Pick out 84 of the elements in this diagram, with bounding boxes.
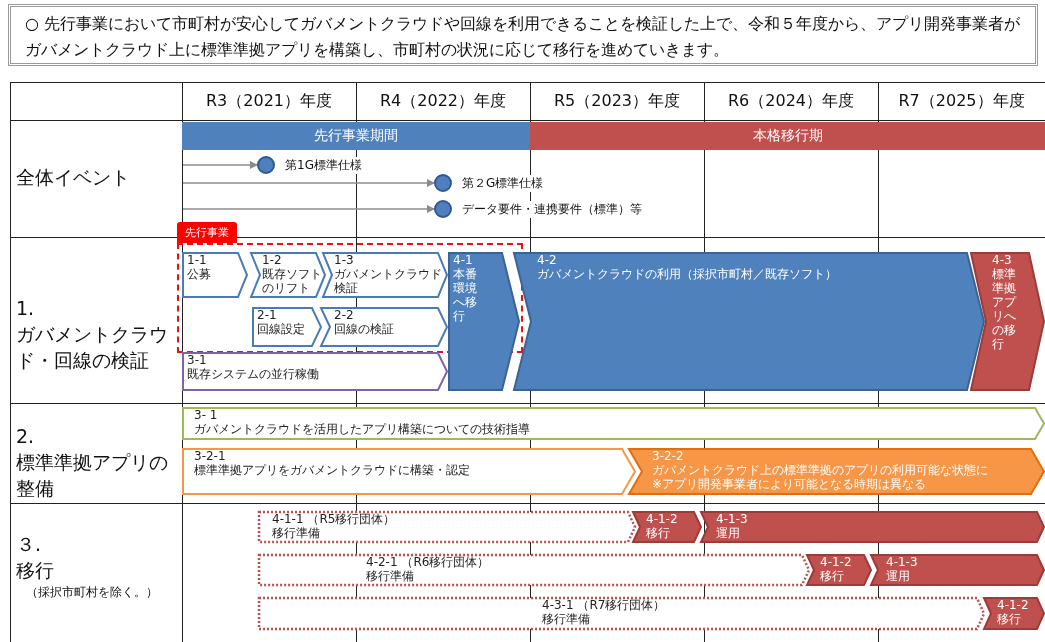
phase-bar <box>258 554 810 586</box>
step-label: 運用 <box>886 569 911 583</box>
step-label: ガバメントクラウドの利用（採択市町村／既存ソフト） <box>537 267 838 281</box>
step-label: ガバメントクラウド上の標準準拠のアプリの利用可能な状態に <box>652 463 989 477</box>
column-header: R3（2021）年度 <box>206 90 332 112</box>
phase-bar <box>806 554 872 586</box>
phase-bar <box>448 252 520 391</box>
row-label: 移行 <box>16 558 55 583</box>
step-label: ※アプリ開発事業者により可能となる時期は異なる <box>652 477 928 491</box>
step-label: 移行準備 <box>366 569 415 583</box>
phase-bar <box>983 597 1045 630</box>
step-label: 移行 <box>646 526 671 540</box>
step-label: 移行準備 <box>542 612 591 626</box>
step-label: 移行 <box>997 612 1022 626</box>
phase-bar <box>252 307 322 347</box>
column-header: R7（2025）年度 <box>898 90 1025 112</box>
step-label: 標準準拠アプリへの移行 <box>992 267 1018 351</box>
step-number: 4-1-3 <box>886 555 919 569</box>
period-bar: 本格移行期 <box>530 122 1045 150</box>
step-label: 回線設定 <box>257 322 306 336</box>
step-number: 3-1 <box>187 353 208 367</box>
phase-bar <box>970 252 1045 391</box>
step-number: 4-3 <box>992 253 1013 267</box>
pilot-tag: 先行事業 <box>177 222 237 243</box>
phase-bar <box>320 307 448 347</box>
phase-bar <box>258 511 636 543</box>
phase-bar <box>182 407 1045 440</box>
step-number: 4-1-1 （R5移行団体） <box>272 512 397 526</box>
step-number: 3-2-2 <box>652 449 685 463</box>
step-number: 3- 1 <box>194 408 219 422</box>
step-label: 運用 <box>716 526 741 540</box>
event-label: 第２G標準仕様 <box>460 175 546 192</box>
phase-bar <box>182 448 636 495</box>
summary-text: ○ 先行事業において市町村が安心してガバメントクラウドや回線を利用できることを検証した上で、令和５年度から、アプリ開発事業者がガバメントクラウド上に標準準拠アプリを構築し、市町村の状況に応じて移行を進めていきます。 <box>25 13 1022 61</box>
step-label: 既存ソフトのリフト <box>262 267 323 295</box>
milestone-dot <box>257 156 275 174</box>
step-number: 4-1-3 <box>716 512 749 526</box>
phase-bar <box>182 252 248 298</box>
step-label: 標準準拠アプリをガバメントクラウドに構築・認定 <box>194 463 471 477</box>
phase-bar <box>628 448 1045 495</box>
column-header: R6（2024）年度 <box>728 90 854 112</box>
row-label: 標準準拠アプリの整備 <box>16 450 169 501</box>
step-number: 4-1-2 <box>646 512 679 526</box>
phase-bar <box>182 352 448 391</box>
timeline-arrow <box>182 205 435 213</box>
column-header: R4（2022）年度 <box>380 90 506 112</box>
step-number: 4-2 <box>537 253 558 267</box>
phase-bar <box>322 252 448 298</box>
step-number: 4-3-1 （R7移行団体） <box>542 598 667 612</box>
row-label: 2. <box>16 424 36 449</box>
step-number: 3-2-1 <box>194 449 227 463</box>
row-label: ガバメントクラウド・回線の検証 <box>16 322 169 373</box>
step-label: 既存システムの並行稼働 <box>187 367 320 381</box>
row-label: ３. <box>16 532 43 557</box>
step-number: 4-1 <box>453 253 474 267</box>
phase-bar <box>258 597 985 630</box>
timeline-arrow <box>182 179 435 187</box>
row-label: 1. <box>16 296 36 321</box>
phase-bar <box>632 511 702 543</box>
step-label: 移行 <box>820 569 845 583</box>
step-label: 移行準備 <box>272 526 321 540</box>
step-number: 2-1 <box>257 308 278 322</box>
event-label: データ要件・連携要件（標準）等 <box>460 201 644 218</box>
timeline-arrow <box>182 161 258 169</box>
step-label: ガバメントクラウド検証 <box>334 267 443 295</box>
step-number: 4-1-2 <box>820 555 853 569</box>
step-label: 公募 <box>187 267 212 281</box>
step-label: 本番環境へ移行 <box>453 267 478 323</box>
step-number: 1-2 <box>262 253 283 267</box>
row-label: 全体イベント <box>16 165 131 190</box>
step-label: 回線の検証 <box>334 322 395 336</box>
column-header: R5（2023）年度 <box>554 90 680 112</box>
step-number: 1-3 <box>334 253 355 267</box>
milestone-dot <box>434 200 452 218</box>
step-label: ガバメントクラウドを活用したアプリ構築についての技術指導 <box>194 422 531 436</box>
period-bar: 先行事業期間 <box>182 122 530 150</box>
step-number: 1-1 <box>187 253 208 267</box>
row-label: （採択市町村を除く。） <box>25 584 159 601</box>
step-number: 4-1-2 <box>997 598 1030 612</box>
event-label: 第1G標準仕様 <box>283 157 364 174</box>
step-number: 2-2 <box>334 308 355 322</box>
phase-bar <box>250 252 326 298</box>
milestone-dot <box>434 174 452 192</box>
step-number: 4-2-1 （R6移行団体） <box>366 555 491 569</box>
